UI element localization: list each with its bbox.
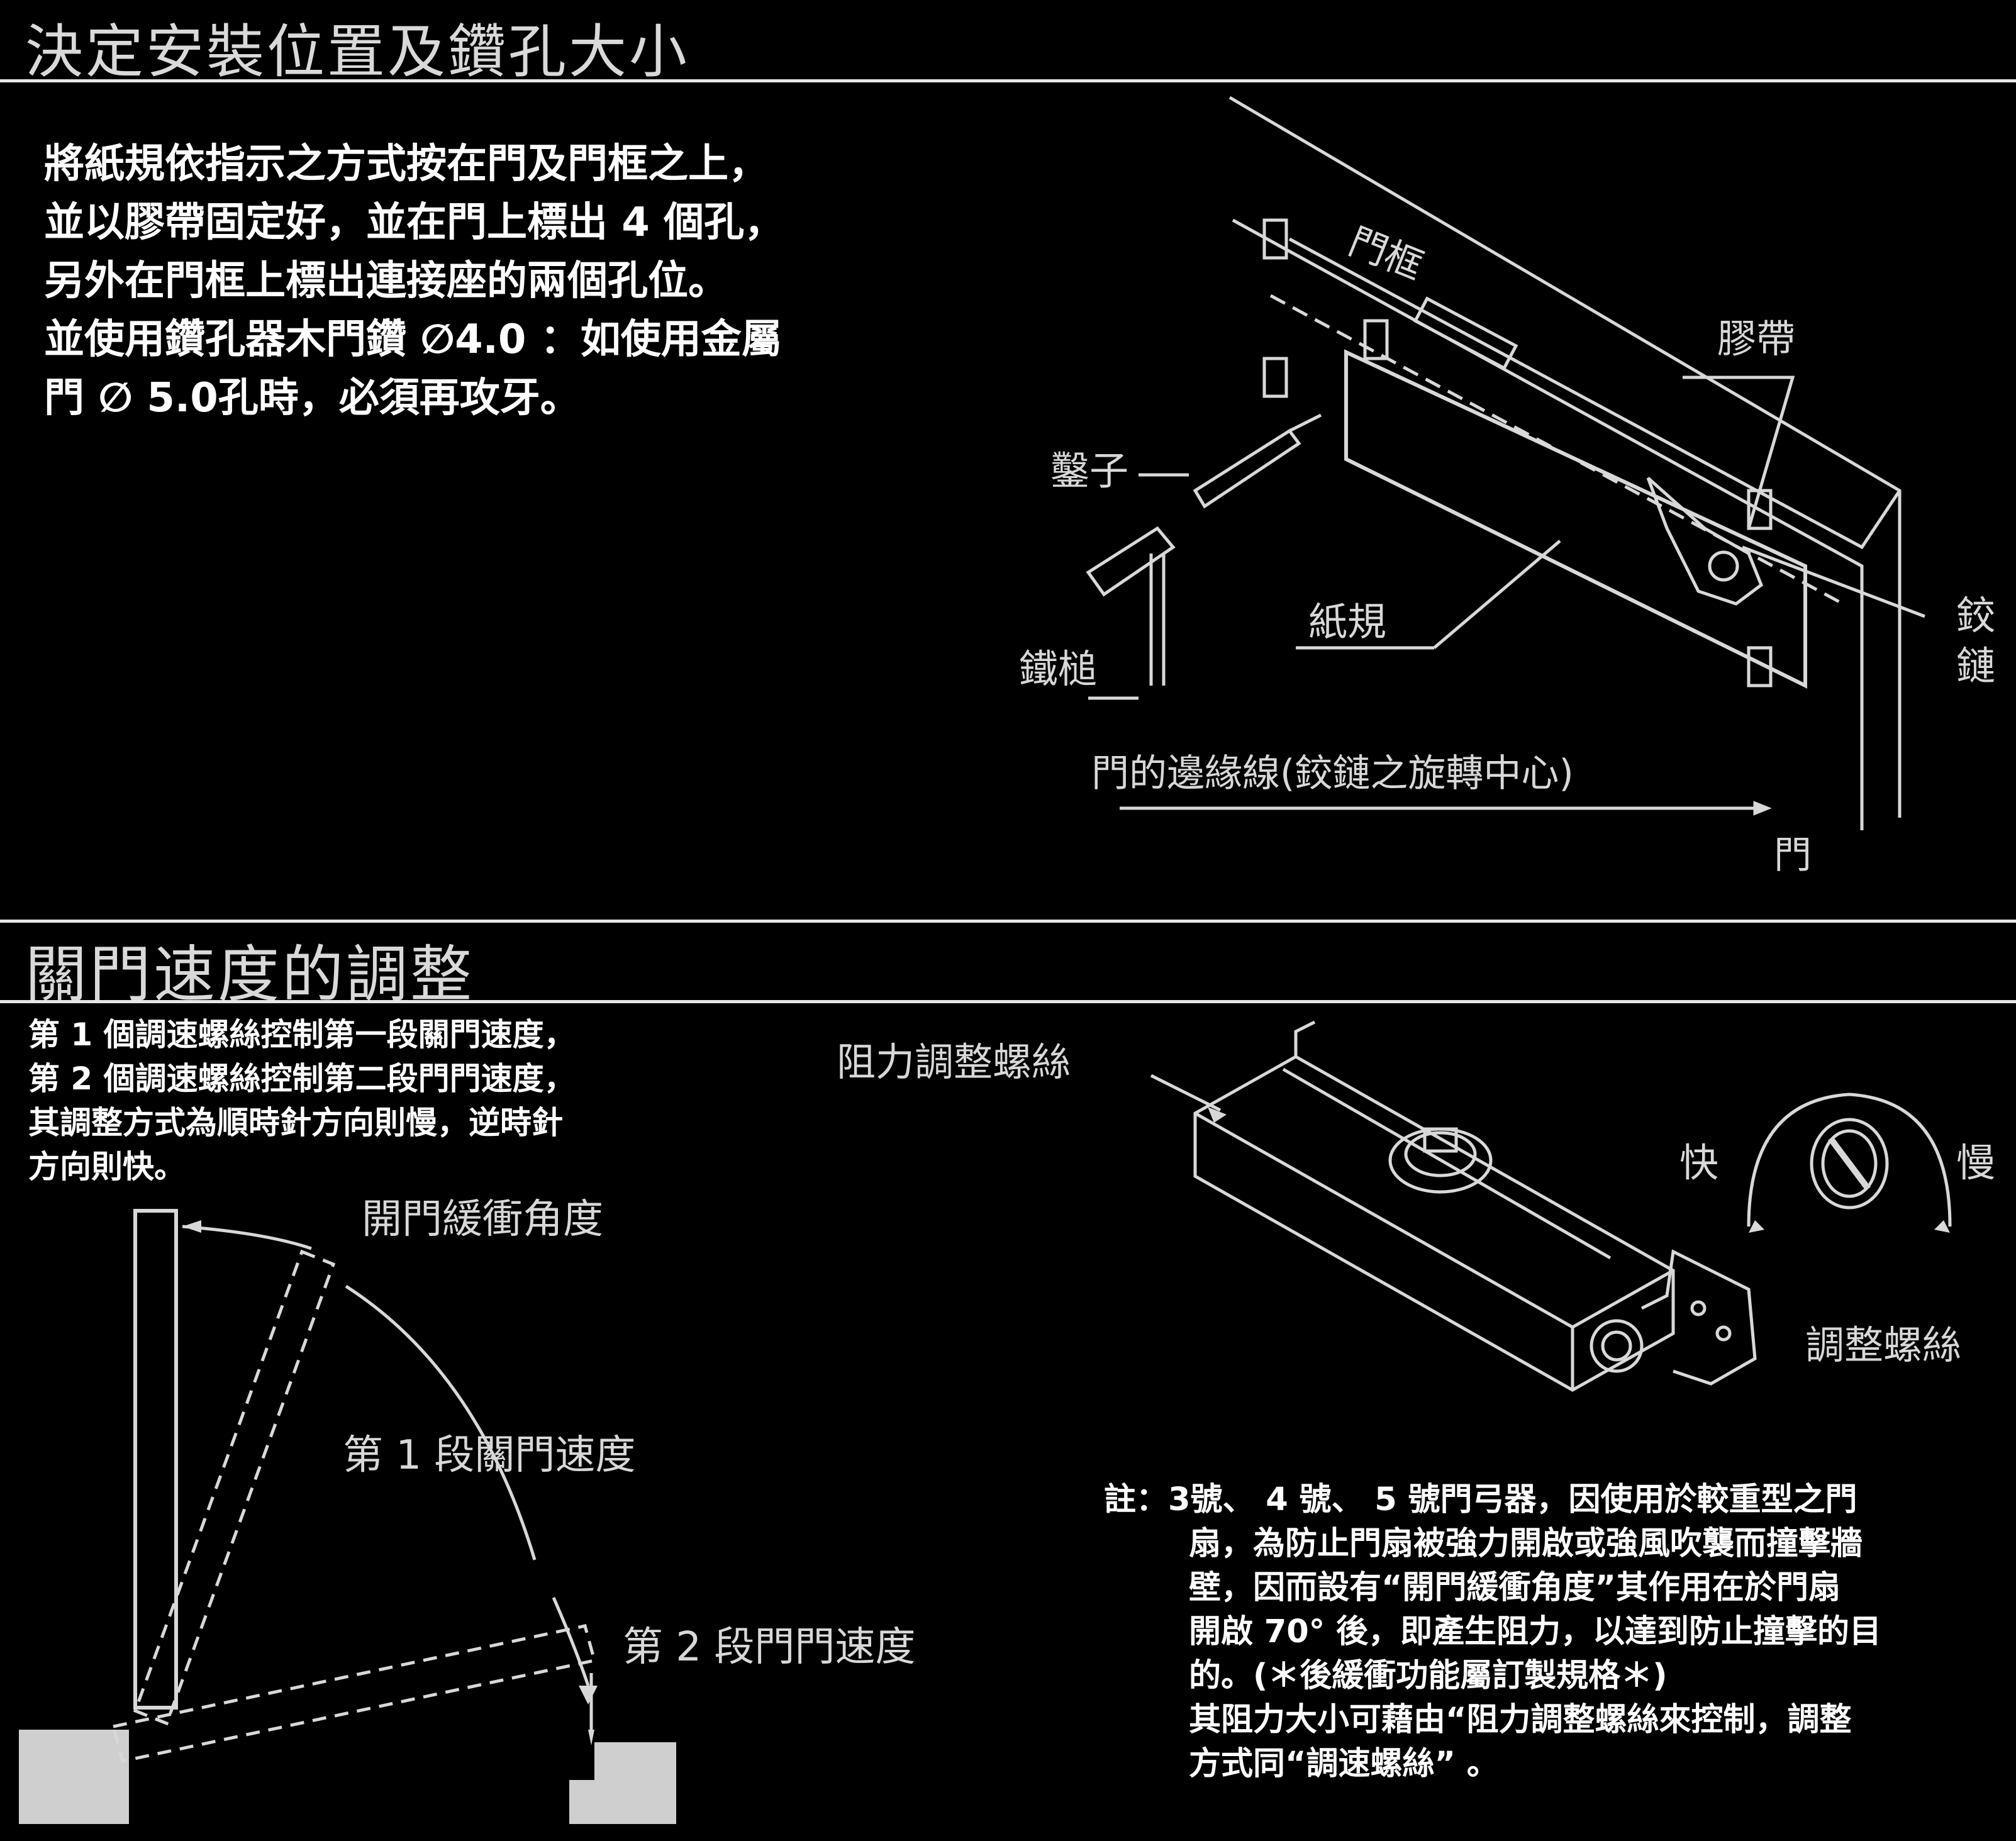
installation-diagram: 門框 膠帶 鑿子 鐵槌 紙規 鉸 鏈 門的邊緣線(鉸鏈之旋轉中心) 門 xyxy=(1019,96,2008,877)
note-line: 註：3號、 4 號、 5 號門弓器，因使用於較重型之門 xyxy=(1104,1478,1881,1522)
door-swing-diagram: 開門緩衝角度 第 1 段關門速度 第 2 段門門速度 xyxy=(19,1196,915,1824)
note-text: 3號、 4 號、 5 號門弓器，因使用於較重型之門 xyxy=(1168,1481,1857,1518)
install-instructions: 將紙規依指示之方式按在門及門框之上， 並以膠帶固定好，並在門上標出 4 個孔， … xyxy=(44,135,784,428)
label-tape: 膠帶 xyxy=(1717,316,1795,362)
instruction-line: 將紙規依指示之方式按在門及門框之上， xyxy=(44,141,769,187)
label-slow: 慢 xyxy=(1956,1140,1995,1186)
label-frame: 門框 xyxy=(1342,220,1428,289)
instruction-line: 門 ∅ 5.0孔時，必須再攻牙。 xyxy=(44,375,581,421)
section-title-speed: 關門速度的調整 xyxy=(25,939,475,1011)
label-adjust-screw: 調整螺絲 xyxy=(1805,1322,1961,1368)
label-edge-line: 門的邊緣線(鉸鏈之旋轉中心) xyxy=(1091,752,1574,796)
label-stage1-speed: 第 1 段關門速度 xyxy=(343,1432,635,1479)
ground-blocks xyxy=(19,1730,676,1824)
label-hammer: 鐵槌 xyxy=(1019,646,1097,692)
note-line: 壁，因而設有“開門緩衝角度”其作用在於門扇 xyxy=(1189,1569,1841,1606)
label-hinge-char: 鉸 xyxy=(1956,592,1995,638)
section-title-install: 決定安裝位置及鑽孔大小 xyxy=(25,18,690,86)
label-stage2-speed: 第 2 段門門速度 xyxy=(623,1624,915,1671)
note-line: 開啟 70° 後，即產生阻力，以達到防止撞擊的目 xyxy=(1189,1613,1881,1650)
instruction-line: 第 1 個調速螺絲控制第一段關門速度， xyxy=(28,1016,576,1053)
note-prefix: 註： xyxy=(1104,1481,1169,1518)
instruction-line: 另外在門框上標出連接座的兩個孔位。 xyxy=(44,258,728,304)
label-hinge-char: 鏈 xyxy=(1956,643,1995,689)
section-divider xyxy=(0,79,2016,82)
section-divider xyxy=(0,1000,2016,1003)
door-closer-diagram: 阻力調整螺絲 快 慢 調整螺絲 xyxy=(837,1020,1995,1392)
label-hinge: 鉸 鏈 xyxy=(1956,592,2008,689)
label-fast: 快 xyxy=(1679,1140,1718,1186)
note-line: 扇，為防止門扇被強力開啟或強風吹襲而撞擊牆 xyxy=(1189,1525,1863,1562)
label-buffer-angle: 開門緩衝角度 xyxy=(362,1196,603,1243)
label-chisel: 鑿子 xyxy=(1050,448,1128,494)
instruction-line: 其調整方式為順時針方向則慢，逆時針 xyxy=(28,1104,563,1141)
section-divider xyxy=(0,920,2016,923)
note-line: 其阻力大小可藉由“阻力調整螺絲來控制，調整 xyxy=(1189,1701,1852,1738)
instruction-line: 方向則快。 xyxy=(28,1149,186,1185)
label-resistance-screw: 阻力調整螺絲 xyxy=(837,1039,1071,1085)
note-line: 的。(＊後緩衝功能屬訂製規格＊) xyxy=(1189,1657,1668,1694)
instruction-line: 第 2 個調速螺絲控制第二段門門速度， xyxy=(28,1060,576,1097)
label-template: 紙規 xyxy=(1308,599,1386,645)
instruction-line: 並以膠帶固定好，並在門上標出 4 個孔， xyxy=(44,199,785,246)
speed-instructions: 第 1 個調速螺絲控制第一段關門速度， 第 2 個調速螺絲控制第二段門門速度， … xyxy=(28,1013,576,1189)
note-block: 註：3號、 4 號、 5 號門弓器，因使用於較重型之門 扇，為防止門扇被強力開啟… xyxy=(1104,1478,1881,1786)
note-line: 方式同“調速螺絲” 。 xyxy=(1189,1745,1499,1783)
label-door: 門 xyxy=(1774,833,1812,877)
instruction-line: 並使用鑽孔器木門鑽 ∅4.0 ：如使用金屬 xyxy=(44,316,782,363)
